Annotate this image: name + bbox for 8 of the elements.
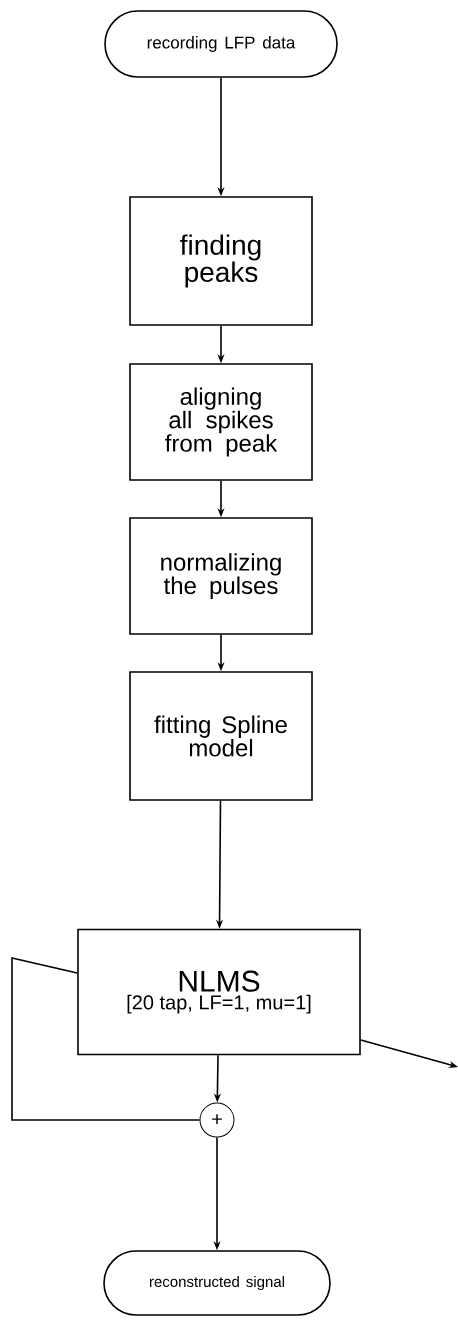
process-box: fitting Spline model (129, 671, 313, 801)
process-box: NLMS [20 tap, LF=1, mu=1] (77, 928, 361, 1056)
process-box: finding peaks (129, 196, 313, 326)
terminal-box: recording LFP data (104, 10, 338, 78)
feedback-line (11, 957, 201, 1121)
process-box: normalizing the pulses (129, 517, 313, 635)
terminal-box: reconstructed signal (103, 1250, 331, 1316)
process-box: aligning all spikes from peak (129, 363, 313, 481)
